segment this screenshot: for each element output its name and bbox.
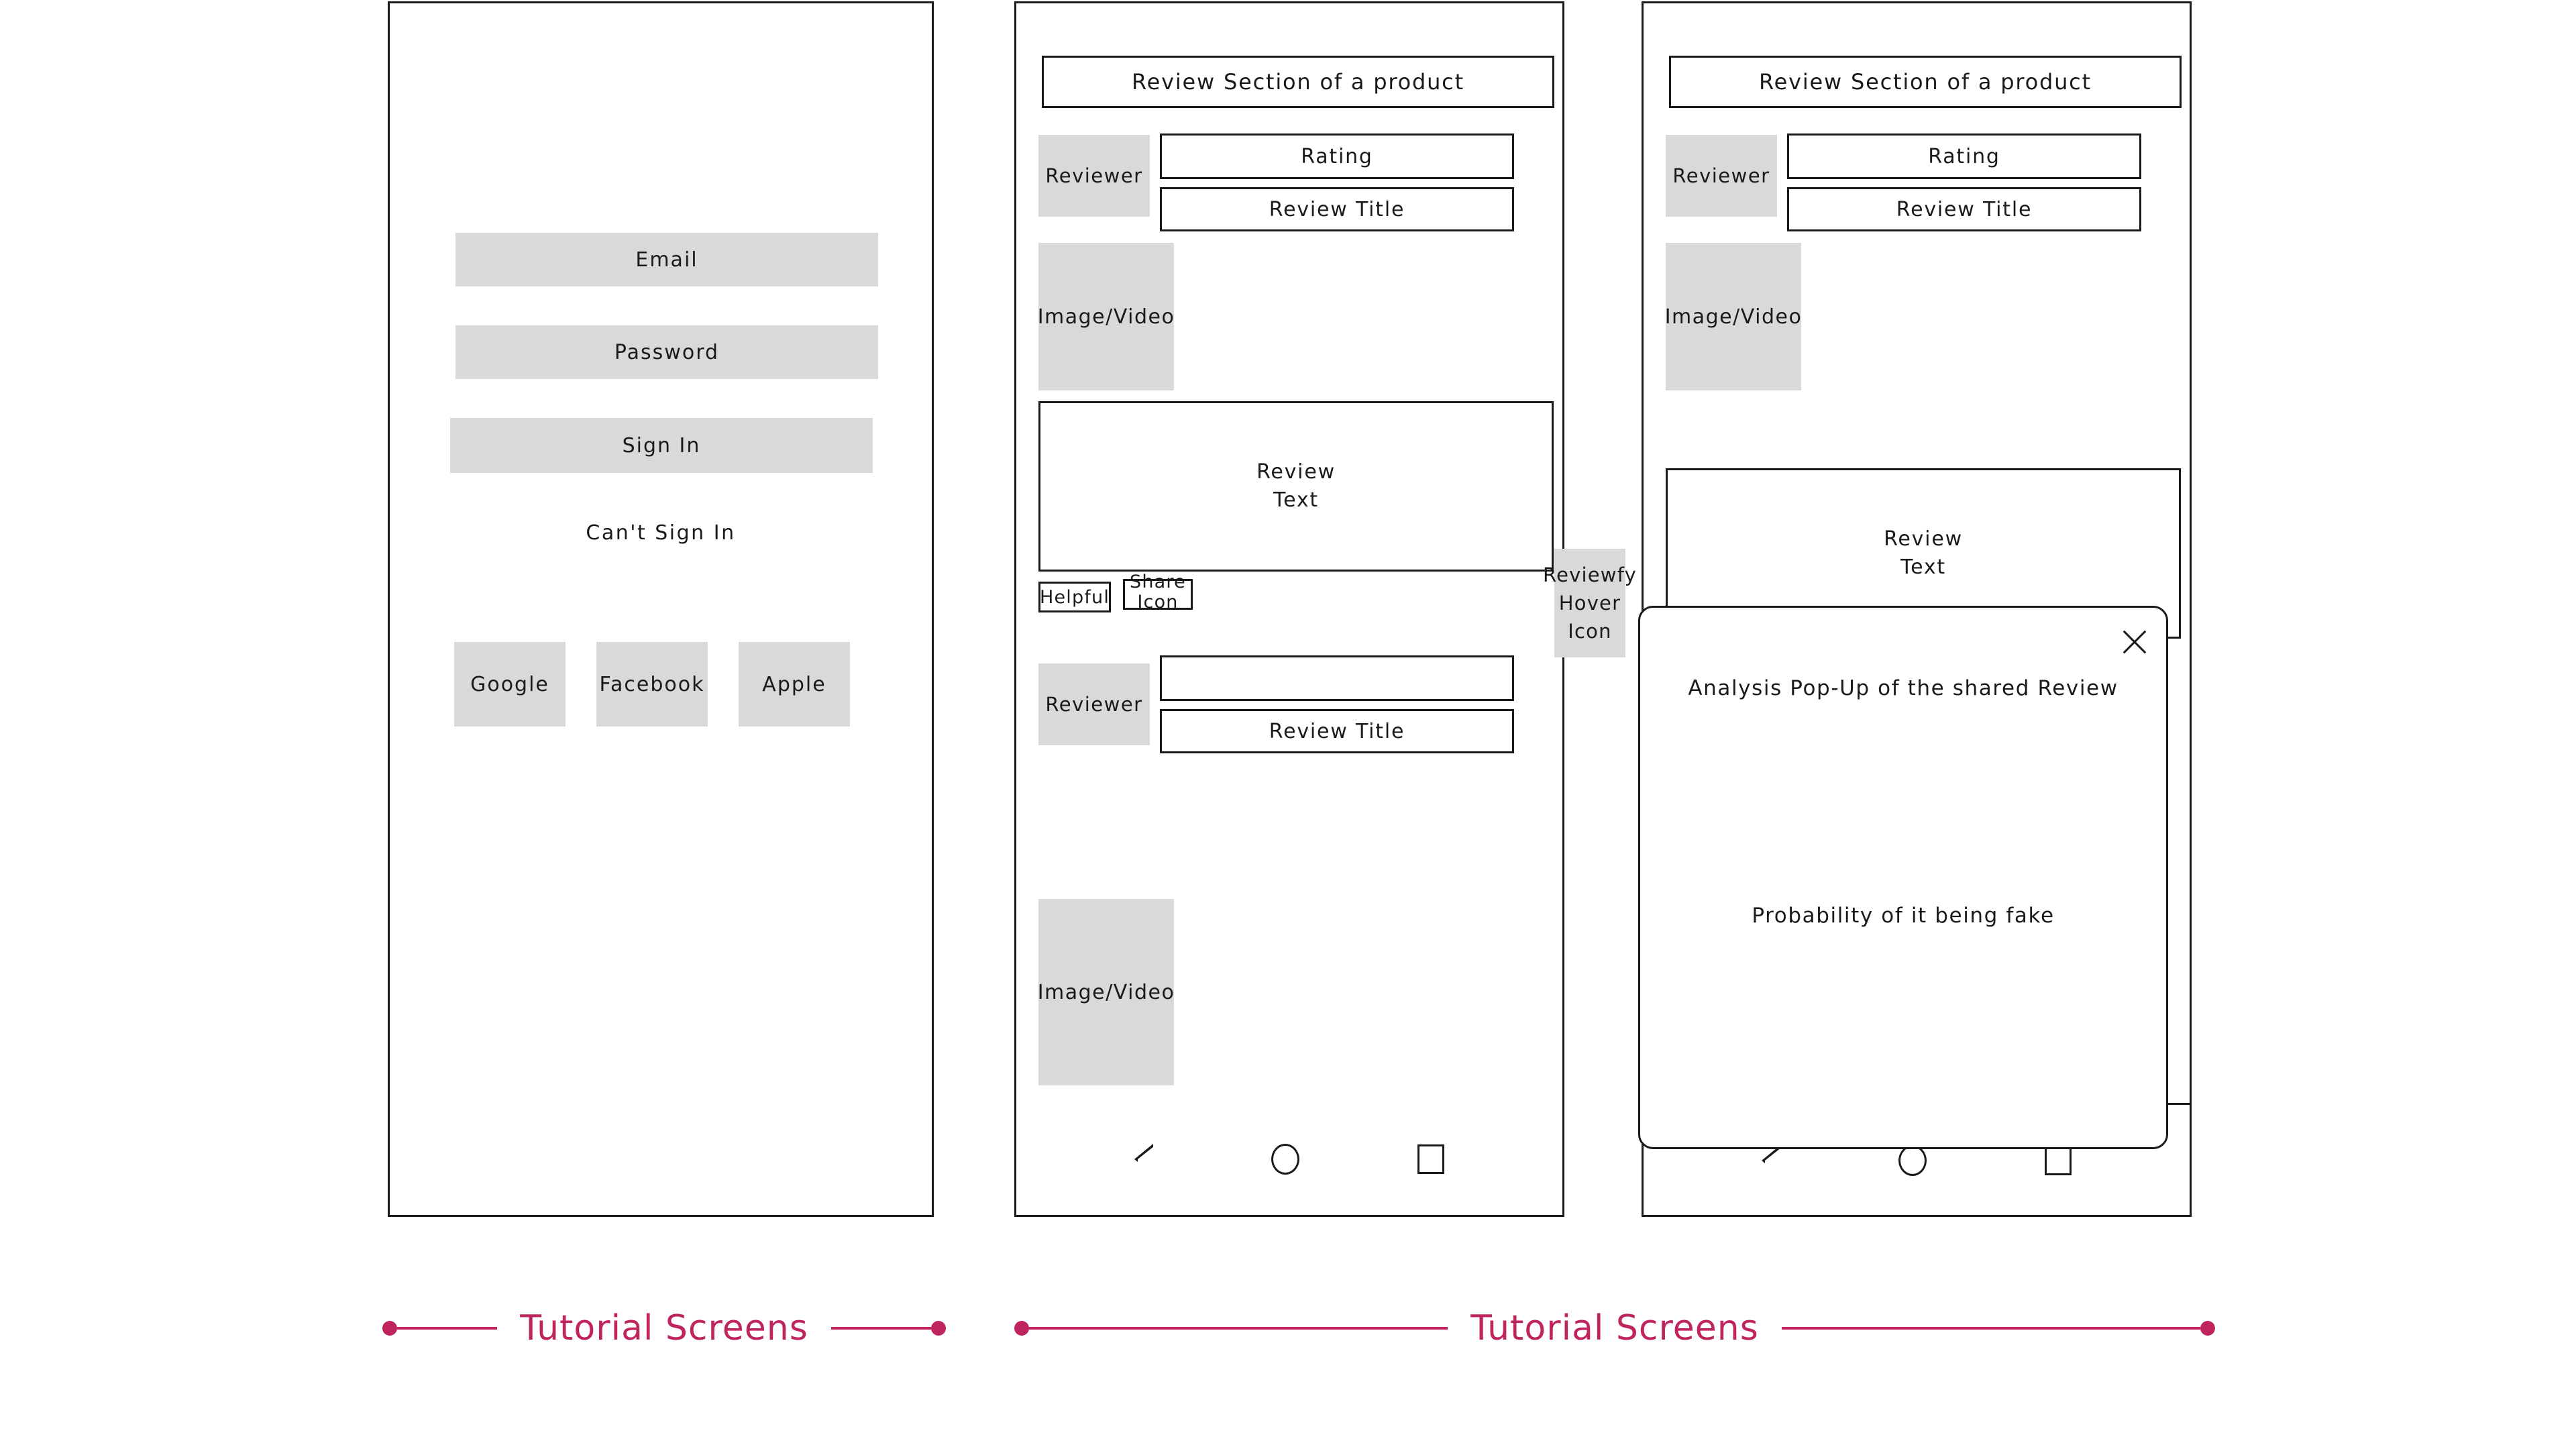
back-icon[interactable] [1134,1144,1154,1185]
rating-field[interactable]: Rating [1160,133,1514,179]
android-nav-bar [1016,1104,1562,1215]
caption-tutorial-screens-2: Tutorial Screens [1014,1308,2215,1348]
close-icon[interactable] [2119,627,2150,657]
analysis-popup-body: Probability of it being fake [1752,904,2055,928]
review-media-placeholder[interactable]: Image/Video [1665,243,1801,390]
sign-in-button[interactable]: Sign In [450,418,873,473]
caption-rule-left [397,1327,498,1330]
sign-in-with-facebook-button[interactable]: Facebook [596,642,708,727]
review-title-field[interactable]: Review Title [1787,187,2141,231]
rating-field[interactable]: Rating [1787,133,2141,179]
rating-field[interactable] [1160,655,1514,701]
reviewfy-hover-icon[interactable]: Reviewfy Hover Icon [1543,549,1636,657]
caption-tutorial-screens-1: Tutorial Screens [382,1308,946,1348]
caption-label: Tutorial Screens [520,1308,808,1348]
home-icon[interactable] [1271,1144,1299,1175]
caption-label: Tutorial Screens [1470,1308,1759,1348]
page-title: Review Section of a product [1042,56,1554,108]
sign-in-with-google-button[interactable]: Google [454,642,566,727]
caption-rule-left [1029,1327,1448,1330]
share-icon-label: Share Icon [1130,572,1186,612]
phone-frame-signin: Email Password Sign In Can't Sign In Goo… [388,1,934,1217]
caption-dot-left [1014,1321,1029,1336]
home-icon[interactable] [1898,1145,1927,1176]
caption-dot-left [382,1321,397,1336]
sign-in-with-apple-button[interactable]: Apple [739,642,850,727]
caption-rule-right [1781,1327,2200,1330]
phone-frame-review-section: Review Section of a product Reviewer Rat… [1014,1,1636,1217]
review-title-field[interactable]: Review Title [1160,187,1514,231]
review-media-placeholder[interactable]: Image/Video [1038,899,1174,1085]
page-title: Review Section of a product [1669,56,2182,108]
review-media-placeholder[interactable]: Image/Video [1038,243,1174,390]
review-text-label: Review Text [1884,527,1963,579]
analysis-popup-title: Analysis Pop-Up of the shared Review [1688,676,2118,700]
password-field[interactable]: Password [455,325,878,379]
cant-sign-in-link[interactable]: Can't Sign In [586,521,736,545]
analysis-popup: Analysis Pop-Up of the shared Review Pro… [1638,606,2168,1149]
reviewer-avatar: Reviewer [1038,663,1150,745]
caption-dot-right [2200,1321,2215,1336]
back-icon[interactable] [1762,1145,1781,1186]
recents-icon[interactable] [2045,1146,2072,1175]
caption-dot-right [931,1321,946,1336]
review-text-box: Review Text [1038,401,1554,572]
caption-rule-right [830,1327,931,1330]
reviewer-avatar: Reviewer [1666,135,1777,217]
share-icon-button[interactable]: Share Icon [1123,572,1193,612]
recents-icon[interactable] [1417,1144,1444,1174]
reviewfy-hover-icon-label: Reviewfy Hover Icon [1543,563,1637,643]
review-title-field[interactable]: Review Title [1160,709,1514,753]
helpful-button[interactable]: Helpful [1038,582,1111,612]
review-text-label: Review Text [1256,460,1336,512]
reviewer-avatar: Reviewer [1038,135,1150,217]
email-field[interactable]: Email [455,233,878,286]
